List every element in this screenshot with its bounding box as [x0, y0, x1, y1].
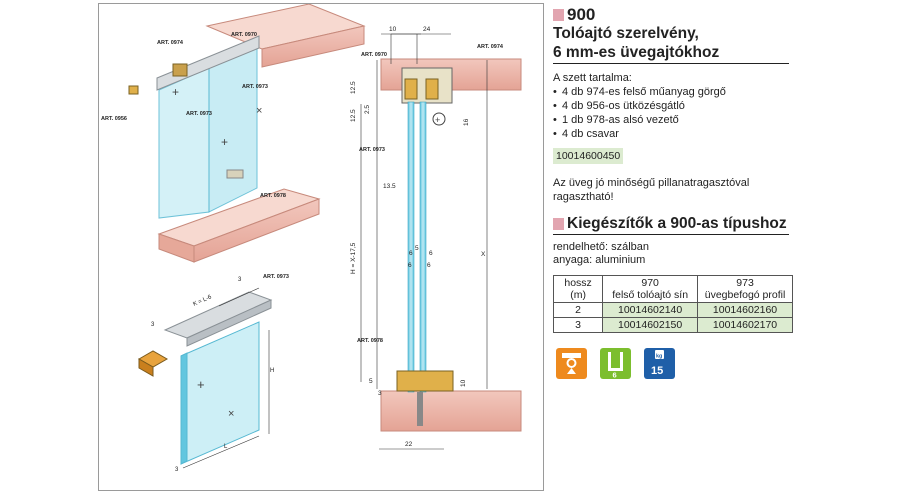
list-item: 4 db 974-es felső műanyag görgő	[553, 85, 793, 99]
section-marker	[553, 217, 564, 230]
dim-l: L	[224, 444, 228, 450]
cell-970: 10014602150	[602, 317, 699, 333]
dim-12-5-b: 12.5	[350, 109, 357, 122]
header-973-name: üvegbefogó profil	[704, 289, 786, 301]
list-item: 1 db 978-as alsó vezető	[553, 113, 793, 127]
dim-k-l: K = L-6	[192, 294, 213, 308]
dim-5-bottom: 5	[369, 378, 373, 385]
label-art-0974-a: ART. 0974	[157, 40, 184, 46]
label-art-0978-a: ART. 0978	[260, 193, 286, 199]
dim-22: 22	[405, 441, 413, 448]
dim-24: 24	[423, 26, 431, 33]
dim-6-b: 6	[429, 250, 433, 257]
installation-diagram: + + × + × +	[101, 4, 522, 473]
label-art-0956: ART. 0956	[101, 116, 127, 122]
section-marker	[553, 8, 564, 21]
accessories-divider	[553, 234, 789, 235]
product-number: 900	[567, 5, 596, 24]
header-970-code: 970	[641, 277, 659, 289]
dim-5: 5	[415, 245, 419, 252]
glue-note: Az üveg jó minőségű pillanatragasztóval …	[553, 177, 750, 203]
perspective-view: + + ×	[128, 4, 366, 263]
product-header: 900	[553, 5, 793, 24]
accessories-header: Kiegészítők a 900-as típushoz	[553, 214, 793, 233]
label-art-0974-b: ART. 0974	[477, 44, 504, 50]
max-weight-icon: kg 15	[644, 348, 675, 379]
svg-text:+: +	[221, 135, 228, 149]
dim-3-bottom: 3	[175, 467, 179, 473]
cell-length: 3	[552, 317, 604, 333]
label-art-0973-c: ART. 0973	[263, 274, 289, 280]
dim-16: 16	[463, 118, 470, 126]
dim-2-5: 2.5	[364, 105, 371, 114]
technical-drawing-panel: + + × + × +	[98, 3, 544, 491]
contents-heading: A szett tartalma:	[553, 72, 632, 84]
dim-3-side: 3	[151, 322, 155, 328]
list-item: 4 db 956-os ütközésgátló	[553, 99, 793, 113]
dim-13-5: 13.5	[383, 183, 396, 190]
cell-973: 10014602170	[697, 317, 793, 333]
svg-text:×: ×	[228, 408, 234, 420]
cell-length: 2	[552, 302, 604, 318]
table-header-row: hossz (m) 970 felső tolóajtó sín 973 üve…	[552, 275, 793, 303]
material-text: anyaga: aluminium	[553, 254, 646, 266]
dim-6-a: 6	[409, 250, 413, 257]
accessories-title: Kiegészítők a 900-as típushoz	[567, 215, 787, 232]
label-art-0973-b: ART. 0973	[186, 111, 212, 117]
svg-text:+: +	[435, 115, 440, 125]
header-col-973: 973 üvegbefogó profil	[697, 275, 793, 303]
dim-6-d: 6	[427, 262, 431, 269]
dim-10: 10	[389, 26, 397, 33]
availability-text: rendelhető: szálban	[553, 241, 650, 253]
header-col-970: 970 felső tolóajtó sín	[602, 275, 699, 303]
dim-12-5-a: 12.5	[350, 81, 357, 94]
glass-thickness-icon: 6	[600, 348, 631, 380]
product-info-panel: 900 Tolóajtó szerelvény, 6 mm-es üvegajt…	[552, 0, 793, 380]
dim-10-bottom: 10	[460, 379, 467, 387]
label-art-0970-b: ART. 0970	[361, 52, 387, 58]
product-title-line1: Tolóajtó szerelvény,	[553, 25, 699, 42]
header-970-name: felső tolóajtó sín	[612, 289, 689, 301]
label-art-0973-a: ART. 0973	[242, 84, 268, 90]
title-divider	[553, 63, 789, 64]
cell-973: 10014602160	[697, 302, 793, 318]
dim-3-top: 3	[238, 277, 242, 283]
dim-3-right: 3	[378, 390, 382, 397]
contents-list: 4 db 974-es felső műanyag görgő 4 db 956…	[553, 85, 793, 141]
accessories-table: hossz (m) 970 felső tolóajtó sín 973 üve…	[552, 275, 793, 333]
svg-text:+: +	[197, 377, 205, 392]
header-length: hossz (m)	[552, 275, 604, 303]
cell-970: 10014602140	[602, 302, 699, 318]
svg-text:×: ×	[256, 105, 262, 117]
label-art-0973-d: ART. 0973	[359, 147, 385, 153]
cross-section-view: +	[360, 33, 522, 450]
top-mount-icon	[556, 348, 587, 379]
list-item: 4 db csavar	[553, 127, 793, 141]
svg-text:+: +	[172, 85, 179, 99]
profile-view: + ×	[137, 287, 273, 469]
table-row: 2 10014602140 10014602160	[552, 302, 793, 318]
dim-h-x: H = X-17,5	[350, 242, 357, 274]
dim-x: X	[481, 251, 486, 258]
set-contents: A szett tartalma: 4 db 974-es felső műan…	[553, 71, 793, 141]
weight-value: 15	[651, 365, 663, 377]
article-number: 10014600450	[553, 148, 624, 164]
label-art-0970-a: ART. 0970	[231, 32, 257, 38]
dim-h: H	[270, 368, 274, 374]
feature-icons: 6 kg 15	[556, 348, 793, 380]
weight-unit: kg	[656, 354, 662, 360]
header-973-code: 973	[736, 277, 754, 289]
dim-6-c: 6	[408, 262, 412, 269]
table-row: 3 10014602150 10014602170	[552, 317, 793, 333]
label-art-0978-b: ART. 0978	[357, 338, 383, 344]
thickness-value: 6	[613, 371, 617, 380]
product-title-line2: 6 mm-es üvegajtókhoz	[553, 44, 720, 61]
